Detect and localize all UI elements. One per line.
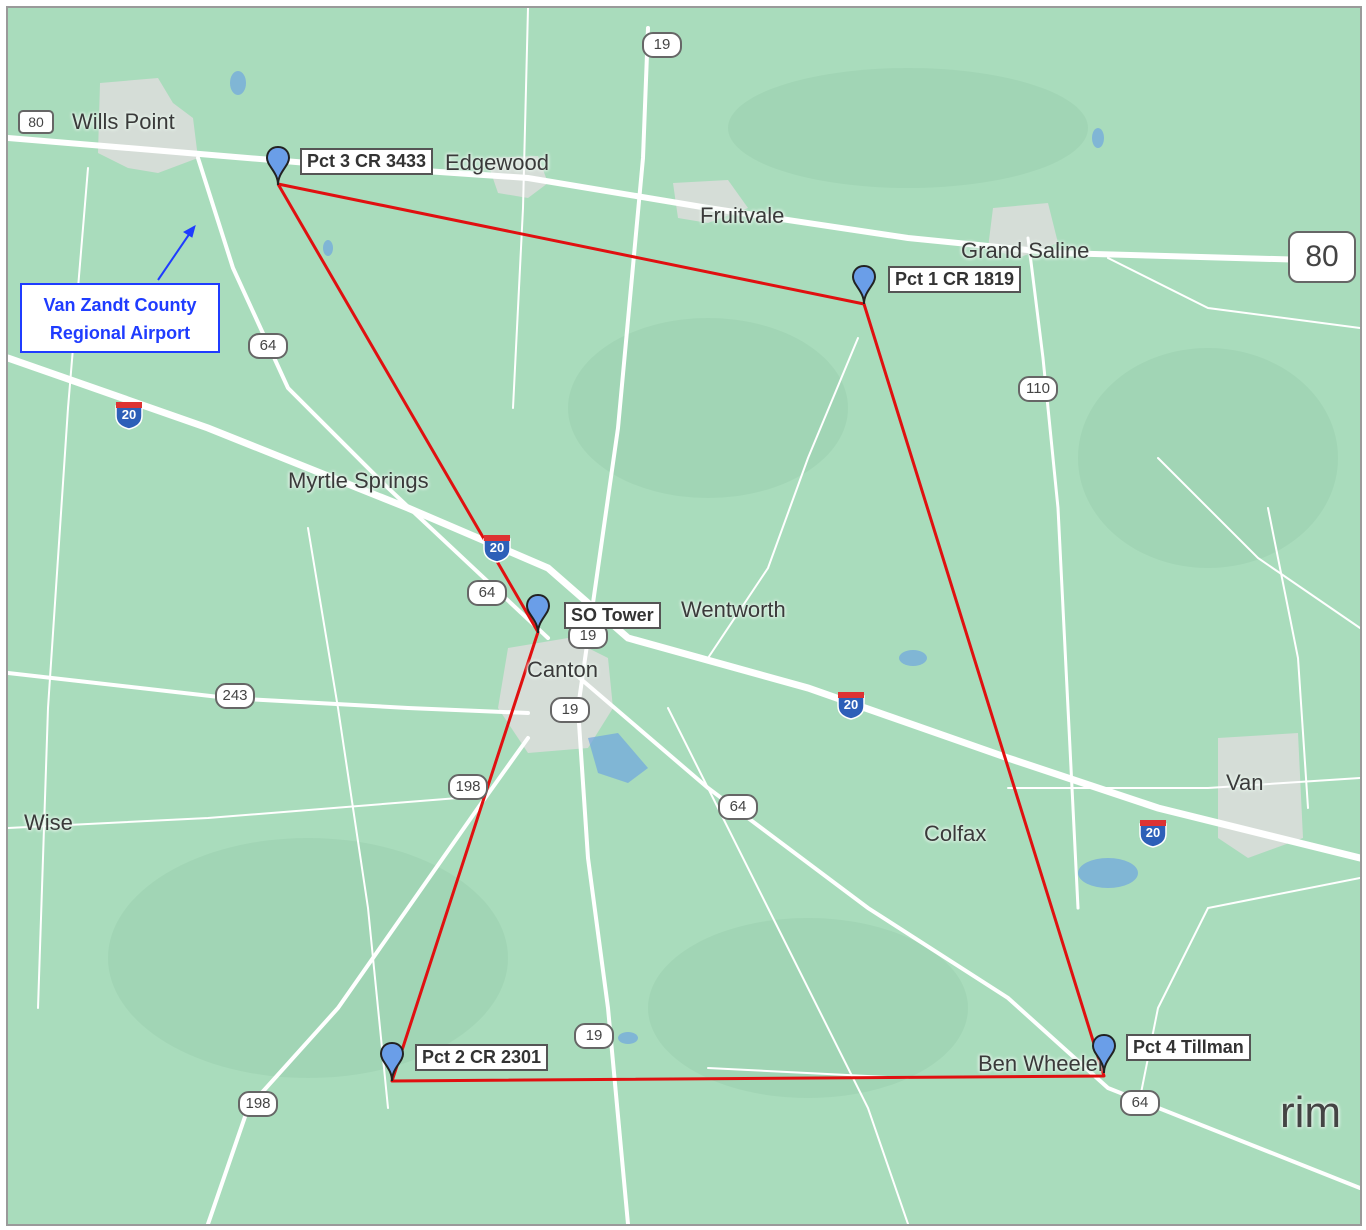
highway-64-shield-ben-wheeler: 64 xyxy=(1120,1090,1160,1116)
highway-64-shield-north: 64 xyxy=(248,333,288,359)
airport-callout-line2: Regional Airport xyxy=(49,323,191,343)
highway-64-shield-southeast: 64 xyxy=(718,794,758,820)
interstate-20-shield-myrtle: 20 xyxy=(482,533,512,563)
place-canton: Canton xyxy=(527,657,598,682)
highway-198-shield-north: 198 xyxy=(448,774,488,800)
highway-19-shield: 19 xyxy=(642,32,682,58)
place-fruitvale: Fruitvale xyxy=(700,203,785,228)
pin-pct4-icon[interactable] xyxy=(1091,1034,1117,1074)
highway-243-shield: 243 xyxy=(215,683,255,709)
place-grand-saline: Grand Saline xyxy=(961,238,1090,263)
interstate-20-number: 20 xyxy=(489,540,505,555)
pin-pct2-icon[interactable] xyxy=(379,1042,405,1082)
place-colfax: Colfax xyxy=(924,821,987,846)
airport-arrow xyxy=(157,224,196,281)
interstate-20-number: 20 xyxy=(121,407,137,422)
map-frame: Wills Point Edgewood Fruitvale Grand Sal… xyxy=(6,6,1362,1226)
place-myrtle-springs: Myrtle Springs xyxy=(288,468,429,493)
highway-110-shield: 110 xyxy=(1018,376,1058,402)
pin-so-tower-icon[interactable] xyxy=(525,594,551,634)
place-wills-point: Wills Point xyxy=(72,109,175,134)
site-label-pct3: Pct 3 CR 3433 xyxy=(300,148,434,175)
site-label-pct2: Pct 2 CR 2301 xyxy=(415,1044,549,1071)
place-edgewood: Edgewood xyxy=(445,150,549,175)
place-van: Van xyxy=(1226,770,1264,795)
place-ben-wheeler: Ben Wheeler xyxy=(978,1051,1106,1076)
interstate-20-number: 20 xyxy=(843,697,859,712)
place-wise: Wise xyxy=(24,810,73,835)
site-label-pct1: Pct 1 CR 1819 xyxy=(888,266,1022,293)
site-label-so-tower: SO Tower xyxy=(564,602,661,629)
highway-64-shield-canton: 64 xyxy=(467,580,507,606)
us-80-shield-right: 80 xyxy=(1288,231,1356,283)
interstate-20-number: 20 xyxy=(1145,825,1161,840)
water-bodies xyxy=(230,71,1138,1044)
pin-pct1-icon[interactable] xyxy=(851,265,877,305)
highway-198-shield-south: 198 xyxy=(238,1091,278,1117)
site-label-pct4: Pct 4 Tillman xyxy=(1126,1034,1251,1061)
terrain-shading xyxy=(108,68,1338,1098)
map-canvas[interactable] xyxy=(8,8,1360,1224)
place-rim-partial: rim xyxy=(1280,1088,1342,1137)
highway-19-shield-canton-south: 19 xyxy=(550,697,590,723)
place-wentworth: Wentworth xyxy=(681,597,786,622)
interstate-20-shield-west: 20 xyxy=(114,400,144,430)
airport-callout-line1: Van Zandt County xyxy=(43,295,197,315)
pin-pct3-icon[interactable] xyxy=(265,146,291,186)
road-network xyxy=(8,8,1360,1224)
us-80-shield-left: 80 xyxy=(18,110,54,134)
highway-19-shield-south: 19 xyxy=(574,1023,614,1049)
airport-callout: Van Zandt County Regional Airport xyxy=(20,283,220,353)
interstate-20-shield-van: 20 xyxy=(1138,818,1168,848)
interstate-20-shield-east: 20 xyxy=(836,690,866,720)
